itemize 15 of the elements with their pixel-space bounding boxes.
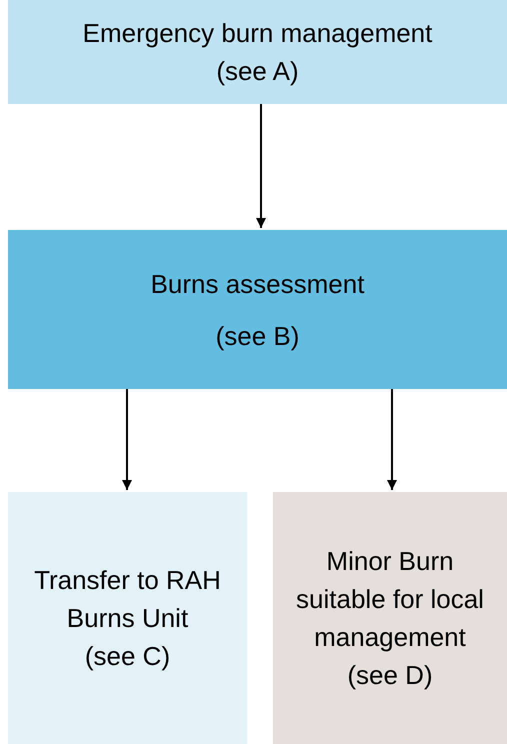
reference-label: (see C): [84, 640, 170, 673]
arrow: [256, 104, 266, 228]
process-box: [8, 492, 247, 744]
reference-label: (see A): [216, 55, 299, 88]
process-box: [8, 230, 507, 389]
arrow: [122, 389, 132, 490]
node-label: Transfer to RAH Burns Unit: [33, 564, 222, 635]
node-label: Emergency burn management: [82, 17, 432, 50]
reference-label: (see D): [347, 659, 433, 692]
process-box: [273, 492, 507, 744]
node-label: Burns assessment: [150, 268, 364, 300]
process-box: [8, 0, 507, 104]
arrow: [387, 389, 397, 490]
reference-label: (see B): [216, 320, 300, 352]
node-label: Minor Burn suitable for local management: [295, 545, 485, 654]
